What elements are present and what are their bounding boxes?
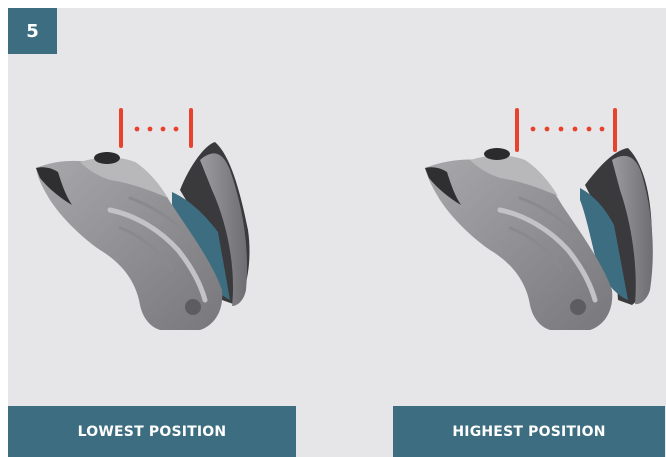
cap-shape	[484, 148, 510, 160]
groove-line-3	[518, 196, 577, 234]
stirrup-lowest-illustration	[36, 108, 250, 330]
step-number: 5	[26, 20, 39, 42]
groove-line-2	[118, 226, 174, 272]
lowest-position-label: LOWEST POSITION	[77, 423, 227, 440]
highest-position-label: HIGHEST POSITION	[452, 423, 606, 440]
cap-shape	[94, 152, 120, 164]
back-wing-face	[612, 155, 653, 305]
measure-marker-lowest	[119, 108, 193, 148]
measure-marker-highest	[515, 108, 617, 152]
toe-shape	[36, 167, 72, 205]
groove-line-1	[107, 207, 208, 303]
groove-line-2	[508, 226, 564, 272]
back-wing-face	[200, 153, 248, 306]
step-number-badge: 5	[8, 8, 57, 54]
top-ridge-shape	[80, 157, 168, 198]
top-ridge-shape	[470, 155, 558, 196]
screw-shape	[185, 299, 201, 315]
blue-pad-shape	[172, 192, 230, 300]
groove-line-3	[128, 196, 187, 234]
lowest-position-label-bar: LOWEST POSITION	[8, 406, 296, 457]
toe-shape	[425, 167, 461, 205]
blue-pad-shape	[580, 188, 628, 300]
stirrup-highest-illustration	[425, 108, 653, 330]
stirrup-body-shape	[425, 159, 613, 330]
highest-position-label-bar: HIGHEST POSITION	[393, 406, 665, 457]
stirrup-body-shape	[36, 160, 223, 330]
groove-line-1	[497, 207, 598, 303]
screw-shape	[570, 299, 586, 315]
